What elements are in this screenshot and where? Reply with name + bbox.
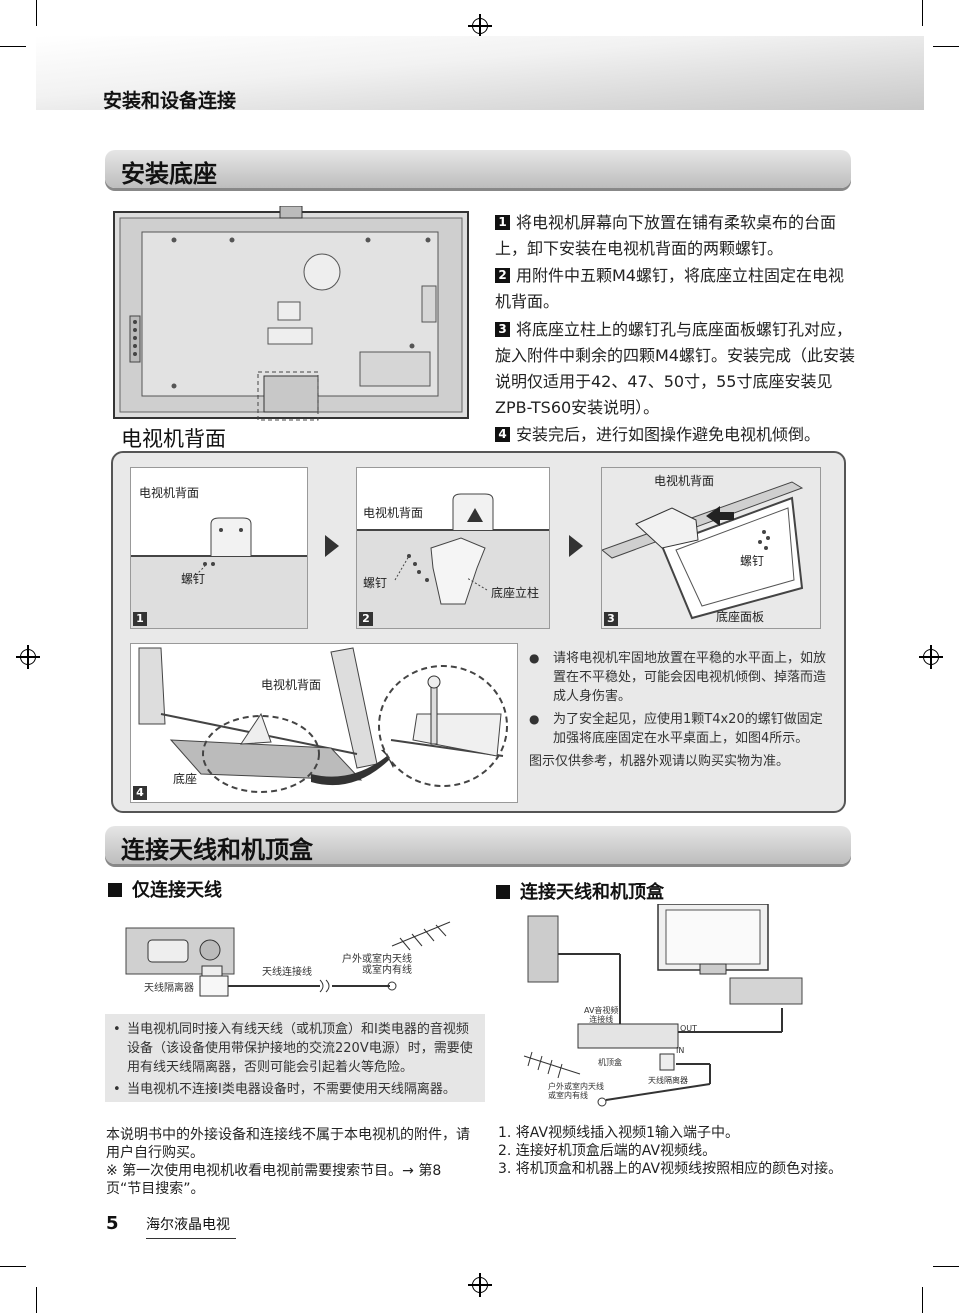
page-number: 5 xyxy=(106,1213,119,1234)
figure-number: 4 xyxy=(133,786,147,800)
figure-label: 螺钉 xyxy=(181,572,206,586)
connection-steps: 1. 将AV视频线插入视频1输入端子中。 2. 连接好机顶盒后端的AV视频线。 … xyxy=(498,1124,878,1178)
registration-mark-icon xyxy=(468,14,492,38)
antenna-note: 当电视机不连接I类电器设备时，不需要使用天线隔离器。 xyxy=(109,1080,481,1099)
figure-label: 底座 xyxy=(173,772,198,786)
registration-mark-icon xyxy=(16,645,40,669)
step-number: 2 xyxy=(495,268,510,283)
antenna-only-diagram: 天线隔离器 天线连接线 户外或室内天线 或室内有线 xyxy=(120,916,480,1000)
isolator-label: 天线隔离器 xyxy=(648,1076,688,1085)
figure-label: 底座立柱 xyxy=(491,586,540,600)
isolator-label: 天线隔离器 xyxy=(144,983,194,994)
av-cable-label: AV音视频 连接线 xyxy=(584,1006,619,1024)
figure-label: 电视机背面 xyxy=(261,678,322,692)
tv-back-caption: 电视机背面 xyxy=(121,427,226,451)
tv-back-illustration xyxy=(112,205,470,424)
cable-label: 天线连接线 xyxy=(262,967,312,978)
installation-figures-panel: 电视机背面 螺钉 1 电视机背面 螺钉 底座立柱 2 电视机 xyxy=(111,451,846,813)
step-text: 安装完后，进行如图操作避免电视机倾倒。 xyxy=(516,425,821,444)
out-label: OUT xyxy=(680,1024,698,1033)
antenna-note: 当电视机同时接入有线天线（或机顶盒）和I类电器的音视频设备（该设备使用带保护接地… xyxy=(109,1020,481,1077)
brand-footer: 海尔液晶电视 xyxy=(146,1214,236,1239)
figure-label: 螺钉 xyxy=(363,576,388,590)
stb-label: 机顶盒 xyxy=(598,1058,622,1067)
figure-label: 底座面板 xyxy=(716,610,765,624)
section-title: 安装底座 xyxy=(121,160,217,188)
in-label: IN xyxy=(676,1046,685,1055)
figure-number: 3 xyxy=(604,612,618,626)
subsection-heading: 仅连接天线 xyxy=(108,876,222,902)
footnote: 本说明书中的外接设备和连接线不属于本电视机的附件，请用户自行购买。 ※ 第一次使… xyxy=(106,1126,476,1198)
connection-step: 2. 连接好机顶盒后端的AV视频线。 xyxy=(498,1143,717,1159)
figure-label: 电视机背面 xyxy=(654,474,715,488)
disclaimer: 图示仅供参考，机器外观请以购买实物为准。 xyxy=(529,754,790,769)
subsection-heading: 连接天线和机顶盒 xyxy=(496,878,664,904)
antenna-label: 户外或室内天线 或室内有线 xyxy=(548,1082,604,1100)
antenna-notes: 当电视机同时接入有线天线（或机顶盒）和I类电器的音视频设备（该设备使用带保护接地… xyxy=(105,1014,485,1102)
step-4: 4 安装完后，进行如图操作避免电视机倾倒。 xyxy=(495,422,857,448)
connection-step: 3. 将机顶盒和机器上的AV视频线按照相应的颜色对接。 xyxy=(498,1161,843,1177)
step-number: 4 xyxy=(495,427,510,442)
step-number: 3 xyxy=(495,322,510,337)
section-title-bar: 连接天线和机顶盒 xyxy=(105,826,851,864)
header-band xyxy=(36,36,924,110)
antenna-stb-diagram: AV音视频 连接线 OUT IN 机顶盒 天线隔离器 户外或室内天线 或室内有线 xyxy=(520,903,840,1114)
figure-label: 电视机背面 xyxy=(363,506,424,520)
connection-step: 1. 将AV视频线插入视频1输入端子中。 xyxy=(498,1125,739,1141)
next-arrow-icon xyxy=(325,535,339,557)
safety-notes: 请将电视机牢固地放置在平稳的水平面上，如放置在不平稳处，可能会因电视机倾倒、掉落… xyxy=(529,649,829,771)
antenna-label: 户外或室内天线 或室内有线 xyxy=(342,954,412,976)
figure-number: 1 xyxy=(133,612,147,626)
footnote-accessories: 本说明书中的外接设备和连接线不属于本电视机的附件，请用户自行购买。 xyxy=(106,1127,470,1161)
section-title-bar: 安装底座 xyxy=(105,150,851,188)
step-text: 用附件中五颗M4螺钉，将底座立柱固定在电视机背面。 xyxy=(495,266,844,311)
registration-mark-icon xyxy=(468,1273,492,1297)
footnote-search: ※ 第一次使用电视机收看电视前需要搜索节目。→ 第8页“节目搜索”。 xyxy=(106,1163,442,1197)
figure-4: 电视机背面 底座 4 xyxy=(130,643,518,803)
figure-3: 电视机背面 螺钉 底座面板 3 xyxy=(601,467,821,629)
section-title: 连接天线和机顶盒 xyxy=(121,836,313,864)
figure-label: 电视机背面 xyxy=(139,486,200,500)
figure-1: 电视机背面 螺钉 1 xyxy=(130,467,308,629)
safety-note: 为了安全起见，应使用1颗T4x20的螺钉做固定加强将底座固定在水平桌面上，如图4… xyxy=(529,710,829,748)
running-head: 安装和设备连接 xyxy=(103,90,237,112)
figure-label: 螺钉 xyxy=(740,554,765,568)
registration-mark-icon xyxy=(919,645,943,669)
safety-note: 请将电视机牢固地放置在平稳的水平面上，如放置在不平稳处，可能会因电视机倾倒、掉落… xyxy=(529,649,829,706)
figure-2: 电视机背面 螺钉 底座立柱 2 xyxy=(356,467,550,629)
step-text: 将电视机屏幕向下放置在铺有柔软桌布的台面上，卸下安装在电视机背面的两颗螺钉。 xyxy=(495,213,837,258)
figure-number: 2 xyxy=(359,612,373,626)
next-arrow-icon xyxy=(569,535,583,557)
step-number: 1 xyxy=(495,215,510,230)
step-text: 将底座立柱上的螺钉孔与底座面板螺钉孔对应，旋入附件中剩余的四颗M4螺钉。安装完成… xyxy=(495,320,855,417)
